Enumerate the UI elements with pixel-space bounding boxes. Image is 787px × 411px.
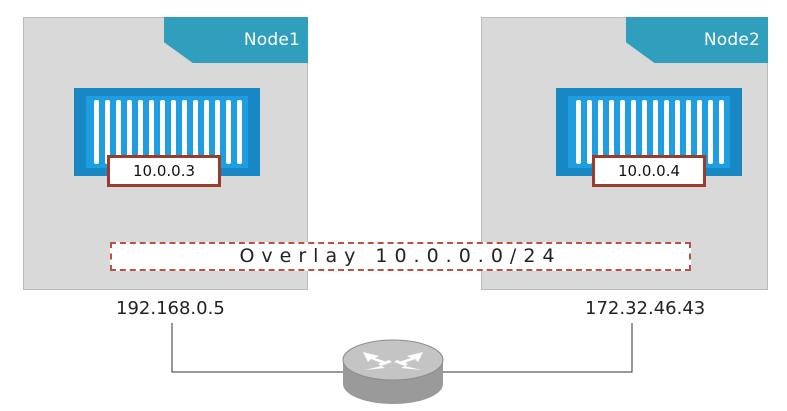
node2-label: Node2 — [703, 30, 760, 50]
node2-host-ip: 172.32.46.43 — [585, 298, 706, 319]
host2-to-router-line — [443, 323, 633, 373]
container2-ip-box: 10.0.0.4 — [592, 155, 706, 187]
container2-ip: 10.0.0.4 — [617, 162, 681, 180]
overlay-label: Overlay 10.0.0.0/24 — [239, 245, 562, 267]
container1-ip: 10.0.0.3 — [132, 162, 196, 180]
shipping-container-icon — [74, 88, 260, 176]
node1-host-ip: 192.168.0.5 — [116, 298, 225, 319]
host1-to-router-line — [171, 323, 343, 373]
node1-tab: Node1 — [164, 17, 308, 63]
overlay-network-banner: Overlay 10.0.0.0/24 — [110, 242, 691, 271]
node2-tab: Node2 — [626, 17, 768, 63]
node1-label: Node1 — [243, 30, 300, 50]
container1-ip-box: 10.0.0.3 — [107, 155, 221, 187]
router-icon — [342, 339, 444, 404]
